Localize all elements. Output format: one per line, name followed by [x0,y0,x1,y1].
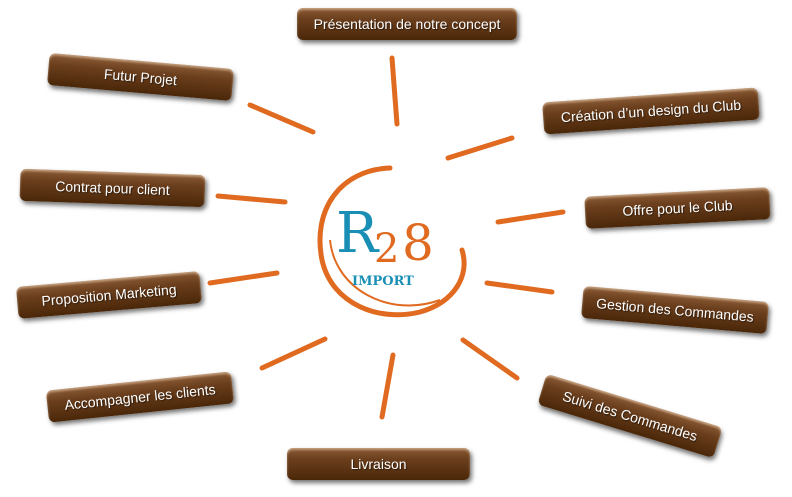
connector [484,280,555,295]
node-livraison[interactable]: Livraison [287,448,470,480]
connector [460,337,520,381]
connector [215,193,288,205]
node-presentation[interactable]: Présentation de notre concept [297,8,517,40]
connector [495,209,566,225]
logo: R 2 8 IMPORT [317,165,467,318]
logo-subtitle: IMPORT [352,274,414,289]
svg-text:R: R [336,201,380,266]
connector [379,352,396,420]
connector [445,135,515,161]
connector [247,102,316,135]
node-contrat[interactable]: Contrat pour client [19,168,206,208]
connector [389,55,400,127]
connector [259,336,328,371]
connector [207,270,280,286]
svg-text:8: 8 [402,214,434,272]
svg-text:2: 2 [374,226,399,272]
